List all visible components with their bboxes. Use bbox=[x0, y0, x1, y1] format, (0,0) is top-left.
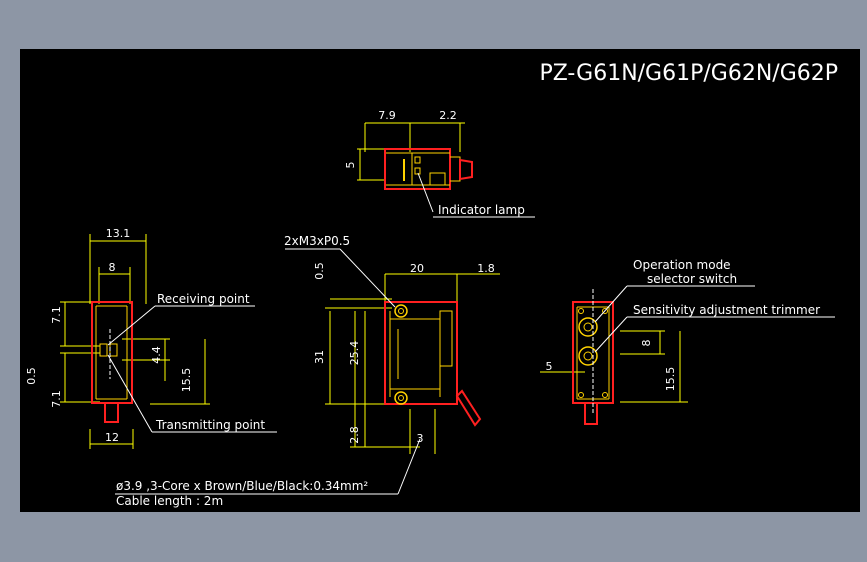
front-view-dimensions bbox=[325, 273, 500, 454]
front-mount-hole-bottom-inner bbox=[398, 395, 404, 401]
note-cable-spec: ø3.9 ,3-Core x Brown/Blue/Black:0.34mm² bbox=[116, 479, 368, 493]
cable-leader bbox=[397, 438, 421, 495]
sensitivity-trimmer bbox=[578, 346, 598, 366]
front-dim-20: 20 bbox=[410, 262, 424, 275]
rear-dim-15-5: 15.5 bbox=[664, 367, 677, 392]
front-mount-hole-top bbox=[394, 304, 408, 318]
rear-view-dimensions bbox=[540, 330, 688, 403]
top-view: 7.9 2.2 5 Indicato bbox=[344, 109, 535, 218]
label-sensitivity: Sensitivity adjustment trimmer bbox=[633, 303, 820, 317]
label-indicator-lamp: Indicator lamp bbox=[438, 203, 525, 217]
side-dim-lower: 7.1 bbox=[50, 390, 63, 408]
top-dim-height: 5 bbox=[344, 162, 357, 169]
top-dim-width: 7.9 bbox=[378, 109, 396, 122]
top-body-outline bbox=[384, 148, 451, 190]
side-dim-bottom: 12 bbox=[105, 431, 119, 444]
side-body-details bbox=[95, 305, 128, 400]
front-dim-2-8: 2.8 bbox=[348, 426, 361, 444]
side-dim-upper: 7.1 bbox=[50, 306, 63, 324]
front-view: 20 1.8 0.5 31 25.4 2.8 3 bbox=[284, 234, 500, 454]
sensitivity-trimmer-inner bbox=[583, 351, 593, 361]
drawing-svg: PZ-G61N/G61P/G62N/G62P 7.9 2.2 5 bbox=[25, 61, 838, 508]
front-dim-25-4: 25.4 bbox=[348, 341, 361, 366]
front-dim-1-8: 1.8 bbox=[477, 262, 495, 275]
cable-notes: ø3.9 ,3-Core x Brown/Blue/Black:0.34mm² … bbox=[115, 438, 421, 508]
front-mount-hole-top-inner bbox=[398, 308, 404, 314]
rear-body-details bbox=[576, 306, 610, 400]
mode-selector-switch bbox=[578, 317, 598, 337]
rear-view: 5 8 15.5 bbox=[540, 258, 835, 425]
front-dim-31: 31 bbox=[313, 350, 326, 364]
top-body-details bbox=[386, 152, 461, 186]
top-dim-offset: 2.2 bbox=[439, 109, 457, 122]
label-transmitting-point: Transmitting point bbox=[155, 418, 265, 432]
side-dim-15-5: 15.5 bbox=[180, 368, 193, 393]
front-dim-0-5: 0.5 bbox=[313, 262, 326, 280]
side-dim-top-inner: 8 bbox=[109, 261, 116, 274]
front-dim-3: 3 bbox=[417, 432, 424, 445]
transmitting-leader bbox=[107, 354, 153, 433]
front-cable bbox=[455, 389, 482, 427]
side-dim-top-outer: 13.1 bbox=[106, 227, 131, 240]
side-body-outline bbox=[91, 301, 133, 404]
side-view: 13.1 8 7.1 0.5 7.1 4.4 15.5 12 bbox=[25, 227, 277, 449]
indicator-leader bbox=[417, 172, 434, 213]
mode-selector-switch-inner bbox=[583, 322, 593, 332]
side-dim-4-4: 4.4 bbox=[150, 346, 163, 364]
label-mode-1: Operation mode bbox=[633, 258, 731, 272]
rear-dim-5: 5 bbox=[546, 360, 553, 373]
sensitivity-leader bbox=[594, 316, 628, 353]
top-view-dimensions bbox=[357, 122, 465, 181]
drawing-title: PZ-G61N/G61P/G62N/G62P bbox=[539, 61, 838, 86]
top-connector bbox=[459, 158, 473, 181]
rear-dim-8: 8 bbox=[640, 340, 653, 347]
drawing-canvas[interactable]: PZ-G61N/G61P/G62N/G62P 7.9 2.2 5 bbox=[20, 49, 860, 512]
front-body-outline bbox=[384, 301, 458, 405]
label-thread: 2xM3xP0.5 bbox=[284, 234, 350, 248]
side-dim-middle: 0.5 bbox=[25, 367, 38, 385]
side-view-dimensions bbox=[60, 234, 210, 449]
front-body-details bbox=[389, 310, 453, 397]
receiving-leader bbox=[107, 305, 156, 346]
label-receiving-point: Receiving point bbox=[157, 292, 250, 306]
rear-cable-stub bbox=[584, 403, 598, 425]
label-mode-2: selector switch bbox=[647, 272, 737, 286]
mode-leader bbox=[594, 285, 628, 323]
front-mount-hole-bottom bbox=[394, 391, 408, 405]
side-cable-stub bbox=[104, 403, 119, 423]
thread-leader bbox=[339, 248, 396, 308]
note-cable-length: Cable length : 2m bbox=[116, 494, 223, 508]
